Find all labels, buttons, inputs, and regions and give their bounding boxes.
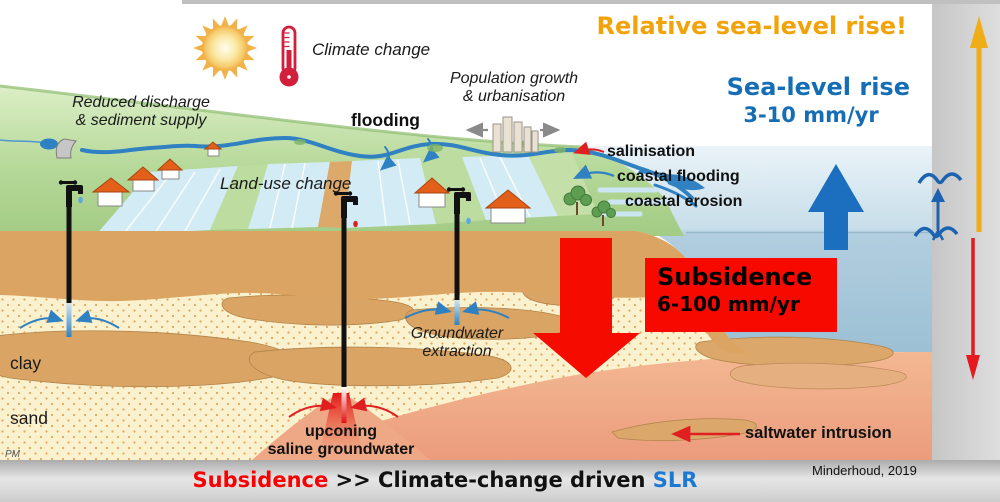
coastal-flood-strips <box>593 187 669 217</box>
sun-icon <box>193 16 257 80</box>
bottom-caption: Subsidence >> Climate-change driven SLR <box>0 468 890 492</box>
tap-icon-right <box>446 187 471 225</box>
caption-slr: SLR <box>652 468 698 492</box>
page-title: Relative sea-level rise! <box>596 12 907 40</box>
sea-level-rise-label: Sea-level rise <box>726 73 910 101</box>
wave-depth-icon <box>913 172 963 241</box>
salinisation-arrow <box>573 141 605 155</box>
salinisation-label: salinisation <box>607 143 696 160</box>
sand-layer-label: sand <box>10 408 48 428</box>
dam-icon <box>40 138 77 159</box>
topsoil-layer <box>0 231 746 355</box>
attribution: Minderhoud, 2019 <box>812 463 917 478</box>
house-icon <box>203 141 223 157</box>
reduced-discharge-label: Reduced discharge & sediment supply <box>72 94 210 129</box>
author-initials: PM <box>5 449 20 460</box>
house-icon <box>484 189 532 224</box>
coastal-flooding-label: coastal flooding <box>617 168 740 185</box>
margin-subsidence-arrow <box>966 238 980 380</box>
well-right <box>454 196 460 325</box>
caption-subsidence: Subsidence <box>192 468 329 492</box>
clay-layer-label: clay <box>10 353 42 373</box>
water-drop-icon <box>78 196 83 204</box>
well-middle <box>341 200 347 423</box>
thermometer-icon <box>279 25 299 87</box>
coastal-erosion-label: coastal erosion <box>625 193 743 210</box>
groundwater-extraction-label: Groundwater extraction <box>410 325 504 360</box>
house-icon <box>156 158 184 180</box>
tap-icon-middle <box>333 191 358 228</box>
mangrove-tree-icon <box>591 200 616 226</box>
water-drop-icon <box>466 217 471 225</box>
house-icons <box>91 141 532 224</box>
climate-change-label: Climate change <box>312 40 431 59</box>
mangrove-tree-icons <box>563 185 616 226</box>
groundwater-flow-arrows <box>19 301 510 329</box>
subsidence-rate: 6-100 mm/yr <box>657 292 800 316</box>
saline-drop-icon <box>353 220 358 228</box>
subsidence-box: Subsidence 6-100 mm/yr <box>645 258 837 332</box>
upconing-label: upconing saline groundwater <box>267 423 415 458</box>
upconing-arrows <box>288 397 399 418</box>
house-icon <box>91 177 131 207</box>
margin-sea-rise-arrow <box>970 16 988 232</box>
coastal-flooding-arrow <box>572 164 615 179</box>
saltwater-intrusion-label: saltwater intrusion <box>745 424 892 442</box>
top-strip <box>182 0 1000 4</box>
city-buildings-icon <box>465 116 561 153</box>
sea-level-rise-arrow <box>808 164 864 250</box>
sea-level-rate: 3-10 mm/yr <box>743 103 879 127</box>
house-icon <box>413 177 451 208</box>
tap-icon-left <box>58 180 83 207</box>
right-margin <box>932 0 1000 502</box>
subsidence-arrow <box>533 238 640 378</box>
well-left <box>66 189 72 337</box>
bottom-margin <box>0 460 1000 502</box>
caption-middle: >> Climate-change driven <box>328 468 653 492</box>
clay-lenses <box>0 278 907 442</box>
coastal-arrows <box>572 141 740 443</box>
house-icon <box>126 166 160 192</box>
flooding-label: flooding <box>351 110 421 130</box>
population-label: Population growth & urbanisation <box>449 70 579 105</box>
land-use-change-label: Land-use change <box>220 174 352 193</box>
mangrove-tree-icon <box>563 185 592 215</box>
subsidence-label: Subsidence <box>657 263 813 291</box>
